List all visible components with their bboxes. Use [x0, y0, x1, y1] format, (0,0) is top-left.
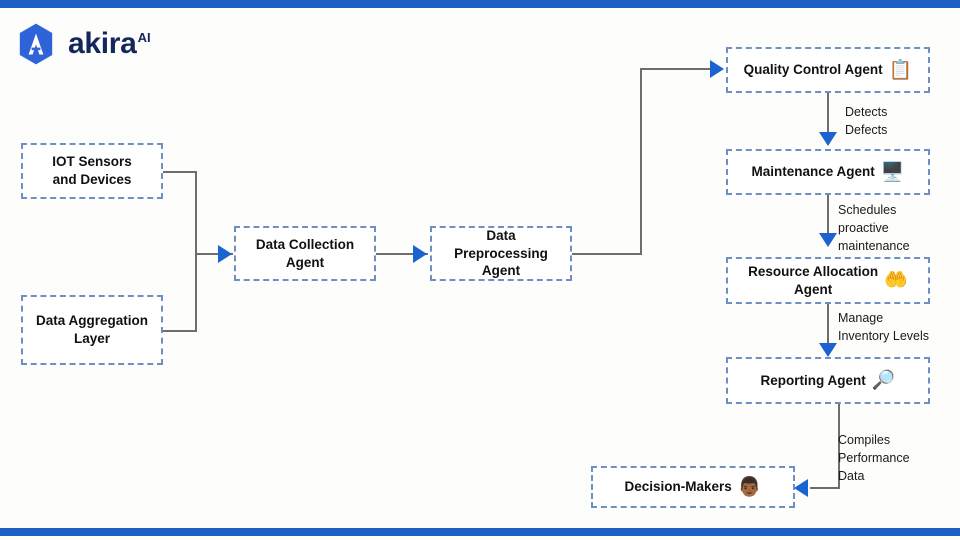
edge-resource-to-reporting-v: [827, 304, 829, 348]
node-decision-makers[interactable]: Decision-Makers 👨🏾: [591, 466, 795, 508]
brand-logo: akiraAI: [14, 22, 151, 66]
node-label: IOT Sensors and Devices: [52, 154, 132, 187]
node-data-aggregation-layer[interactable]: Data Aggregation Layer: [21, 295, 163, 365]
node-maintenance-agent[interactable]: Maintenance Agent 🖥️: [726, 149, 930, 195]
node-reporting-agent[interactable]: Reporting Agent 🔎: [726, 357, 930, 404]
node-label: Data Aggregation Layer: [35, 313, 148, 346]
edge-iot-to-junction-h: [163, 171, 197, 173]
node-label: Quality Control Agent: [743, 62, 883, 78]
brand-wordmark: akiraAI: [68, 29, 151, 59]
node-iot-sensors-and-devices[interactable]: IOT Sensors and Devices: [21, 143, 163, 199]
node-label: Resource Allocation Agent: [748, 263, 879, 297]
edge-reporting-to-decision-h: [810, 487, 840, 489]
arrow-into-reporting: [819, 343, 837, 357]
node-label: Reporting Agent: [760, 372, 866, 388]
arrow-into-maintenance: [819, 132, 837, 146]
edge-aggregation-to-junction-h: [163, 330, 197, 332]
person-icon: 👨🏾: [737, 476, 762, 498]
edge-preprocessing-up-v: [640, 69, 642, 255]
node-data-preprocessing-agent[interactable]: Data Preprocessing Agent: [430, 226, 572, 281]
node-label: Maintenance Agent: [751, 164, 875, 180]
edge-collection-to-preprocessing-h: [376, 253, 428, 255]
computer-repair-icon: 🖥️: [880, 161, 905, 183]
arrow-into-resource-allocation: [819, 233, 837, 247]
edge-label-compiles-performance: Compiles Performance Data: [838, 433, 910, 484]
node-label: Data Collection Agent: [255, 236, 355, 270]
bottom-accent-bar: [0, 528, 960, 536]
node-quality-control-agent[interactable]: Quality Control Agent 📋: [726, 47, 930, 93]
edge-maintenance-to-resource-v: [827, 195, 829, 240]
arrow-into-data-collection: [218, 245, 232, 263]
akira-hexagon-logo-icon: [14, 22, 58, 66]
edge-left-junction-v: [195, 171, 197, 332]
node-resource-allocation-agent[interactable]: Resource Allocation Agent 🤲: [726, 257, 930, 304]
coins-in-hand-icon: 🤲: [884, 270, 908, 291]
edge-label-schedules-maintenance: Schedules proactive maintenance: [838, 203, 910, 254]
edge-preprocessing-right-h: [572, 253, 642, 255]
arrow-into-quality-control: [710, 60, 724, 78]
edge-quality-to-maintenance-v: [827, 93, 829, 137]
node-label: Data Preprocessing Agent: [454, 227, 548, 279]
edge-junction-to-collection-h: [195, 253, 233, 255]
edge-to-quality-control-h: [640, 68, 716, 70]
brand-superscript: AI: [137, 30, 151, 45]
edge-label-manage-inventory: Manage Inventory Levels: [838, 311, 930, 344]
brand-name: akira: [68, 27, 137, 60]
arrow-into-decision-makers: [794, 479, 808, 497]
node-label: Decision-Makers: [624, 479, 732, 495]
chart-magnifier-icon: 🔎: [871, 370, 896, 391]
node-data-collection-agent[interactable]: Data Collection Agent: [234, 226, 376, 281]
edge-label-detects-defects: Detects Defects: [845, 105, 888, 138]
clipboard-checklist-icon: 📋: [888, 59, 913, 81]
edge-reporting-down-v: [838, 404, 840, 488]
arrow-into-data-preprocessing: [413, 245, 427, 263]
top-accent-bar: [0, 0, 960, 8]
